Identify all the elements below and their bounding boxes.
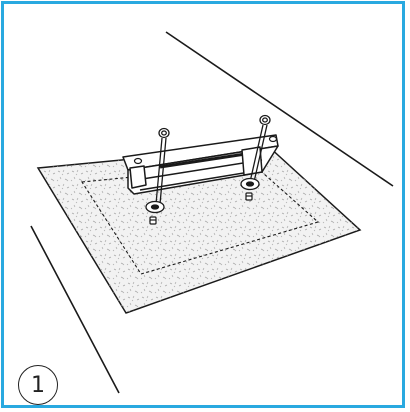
washer-left — [145, 200, 165, 214]
washer-right — [240, 177, 260, 191]
nut-right — [245, 192, 253, 201]
mat-dashed-outline — [81, 164, 320, 275]
bracket-hole-right — [268, 135, 278, 143]
bolt-right — [249, 114, 271, 183]
step-number-badge: 1 — [18, 365, 58, 405]
step-number: 1 — [31, 372, 45, 398]
bolt-left — [155, 127, 170, 205]
bracket-hole-left — [133, 157, 143, 165]
table-edge-bottom — [30, 225, 120, 394]
nut-left — [149, 216, 157, 225]
adhesive-mat-texture — [38, 146, 360, 313]
table-edge-top — [165, 31, 394, 187]
